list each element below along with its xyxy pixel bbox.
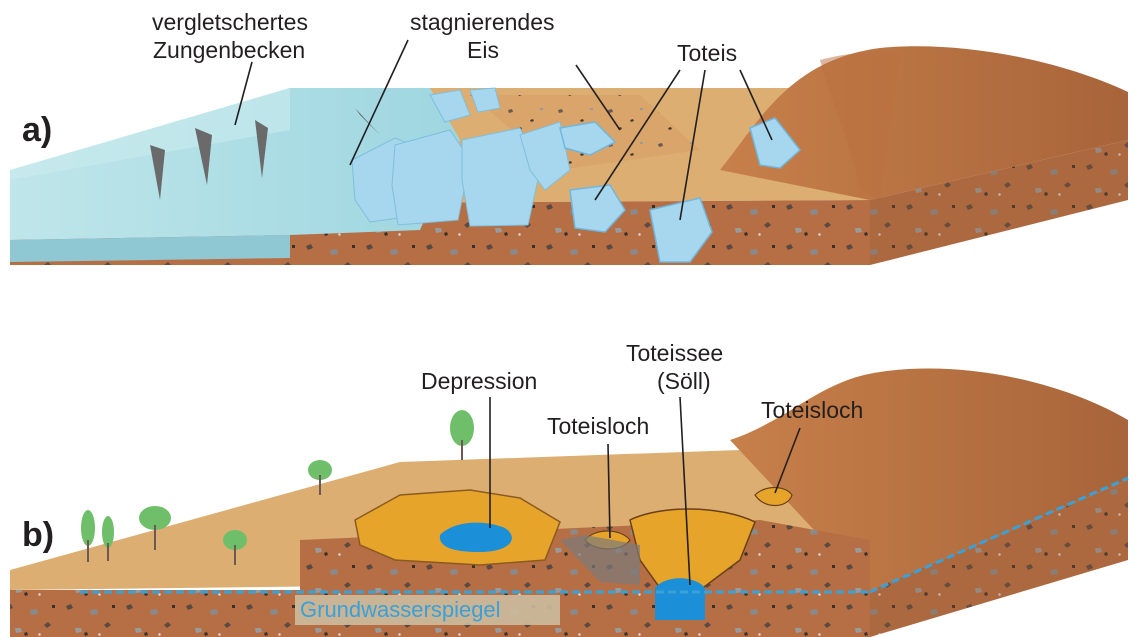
label-groundwater: Grundwasserspiegel [300, 597, 501, 622]
label-stagnierend-1: stagnierendes [410, 9, 555, 35]
label-stagnierend-2: Eis [467, 37, 499, 63]
label-toteissee-1: Toteissee [626, 340, 723, 366]
panel-b-block: b) Depression Toteissee (Söll) Toteisloc… [10, 340, 1128, 637]
label-toteisloch-left: Toteisloch [547, 413, 649, 439]
label-toteisloch-right: Toteisloch [761, 397, 863, 423]
label-depression: Depression [421, 368, 537, 394]
label-vergletschert-2: Zungenbecken [153, 37, 305, 63]
label-toteis: Toteis [677, 40, 737, 66]
label-vergletschert-1: vergletschertes [152, 9, 308, 35]
label-toteissee-2: (Söll) [657, 368, 711, 394]
panel-b-marker: b) [22, 516, 54, 554]
kettle-lake-water [655, 578, 705, 620]
panel-a-marker: a) [22, 111, 52, 149]
panel-a-block: a) vergletschertes Zungenbecken stagnier… [10, 9, 1128, 265]
